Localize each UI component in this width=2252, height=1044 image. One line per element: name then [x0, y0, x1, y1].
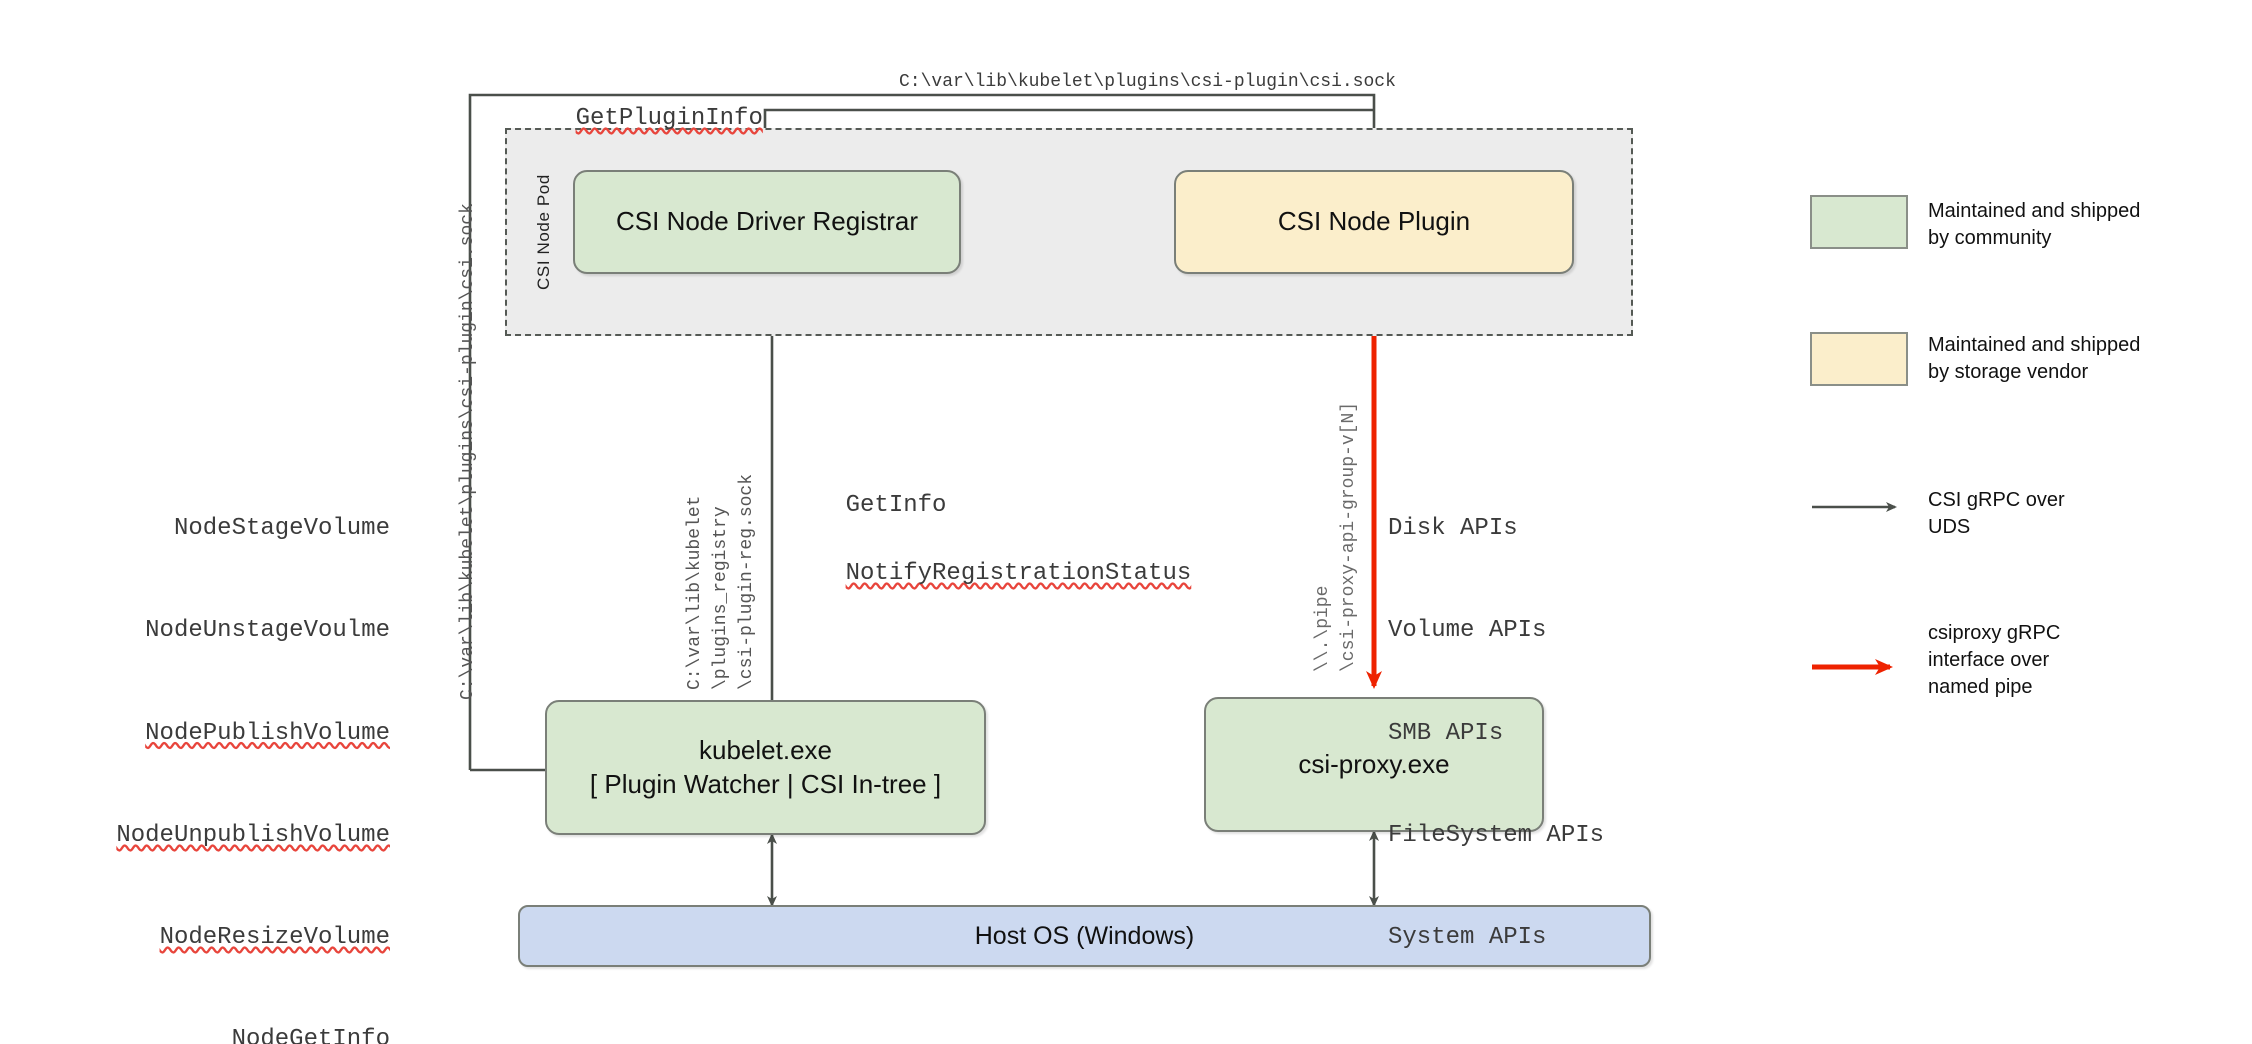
box-kubelet-exe[interactable]: kubelet.exe [ Plugin Watcher | CSI In-tr…	[545, 700, 986, 835]
kubelet-subtitle: [ Plugin Watcher | CSI In-tree ]	[589, 768, 942, 799]
api-group-item: FileSystem APIs	[1388, 821, 1605, 849]
reg-l1: C:\var\lib\kubelet	[685, 495, 705, 690]
api-item: NodeGetInfo	[231, 1026, 390, 1044]
pipe-l2: \csi-proxy-api-group-v[N]	[1339, 401, 1360, 672]
api-item: NodeResizeVolume	[159, 924, 390, 952]
csi-proxy-api-group-list: Disk APIs Volume APIs SMB APIs FileSyste…	[1388, 444, 1604, 1023]
box-csi-proxy-exe[interactable]: csi-proxy.exe	[1204, 697, 1544, 832]
api-item: NodePublishVolume	[145, 719, 390, 747]
label-plugins-registry-sock-vertical: C:\var\lib\kubelet \plugins_registry\csi-…	[682, 474, 760, 690]
legend-swatch-community	[1810, 195, 1908, 249]
api-group-item: Disk APIs	[1388, 515, 1518, 543]
api-item: NodeStageVolume	[173, 515, 390, 543]
api-group-item: System APIs	[1388, 924, 1547, 952]
label-named-pipe-vertical: \\.\pipe \csi-proxy-api-group-v[N]	[1310, 402, 1362, 672]
label-getplugininfo: GetPluginInfo	[575, 105, 763, 133]
csi-node-pod-label: CSI Node Pod	[534, 174, 553, 290]
box-host-os[interactable]: Host OS (Windows)	[518, 905, 1651, 967]
label-plugin-socket-path: C:\var\lib\kubelet\plugins\csi-plugin\cs…	[899, 72, 1396, 92]
pipe-l1: \\.\pipe	[1313, 585, 1333, 672]
kubelet-title: kubelet.exe	[699, 735, 832, 766]
reg-l3: \csi-plugin-reg.sock	[737, 473, 758, 690]
node-api-call-list: NodeStageVolume NodeUnstageVoulme NodePu…	[60, 444, 390, 1044]
box-csi-node-driver-registrar[interactable]: CSI Node Driver Registrar	[573, 170, 961, 274]
legend-label-vendor: Maintained and shipped by storage vendor	[1928, 334, 2141, 383]
label-notifyregistrationstatus: NotifyRegistrationStatus	[845, 560, 1192, 588]
label-registration-calls: GetInfo NotifyRegistrationStatus	[788, 455, 1192, 625]
reg-l2: \plugins_registry	[711, 506, 732, 690]
api-group-item: Volume APIs	[1388, 617, 1547, 645]
api-item: NodeUnpublishVolume	[116, 821, 390, 849]
api-item: NodeUnstageVoulme	[145, 617, 390, 645]
label-csi-sock-vertical: C:\var\lib\kubelet\plugins\csi-plugin\cs…	[458, 203, 478, 700]
legend-label-csiproxy: csiproxy gRPC interface over named pipe	[1928, 622, 2061, 698]
box-csi-node-plugin[interactable]: CSI Node Plugin	[1174, 170, 1574, 274]
legend-swatch-vendor	[1810, 332, 1908, 386]
label-getinfo: GetInfo	[845, 492, 947, 520]
legend-label-community: Maintained and shipped by community	[1928, 200, 2141, 249]
api-group-item: SMB APIs	[1388, 719, 1504, 747]
legend-label-uds: CSI gRPC over UDS	[1928, 489, 2065, 538]
